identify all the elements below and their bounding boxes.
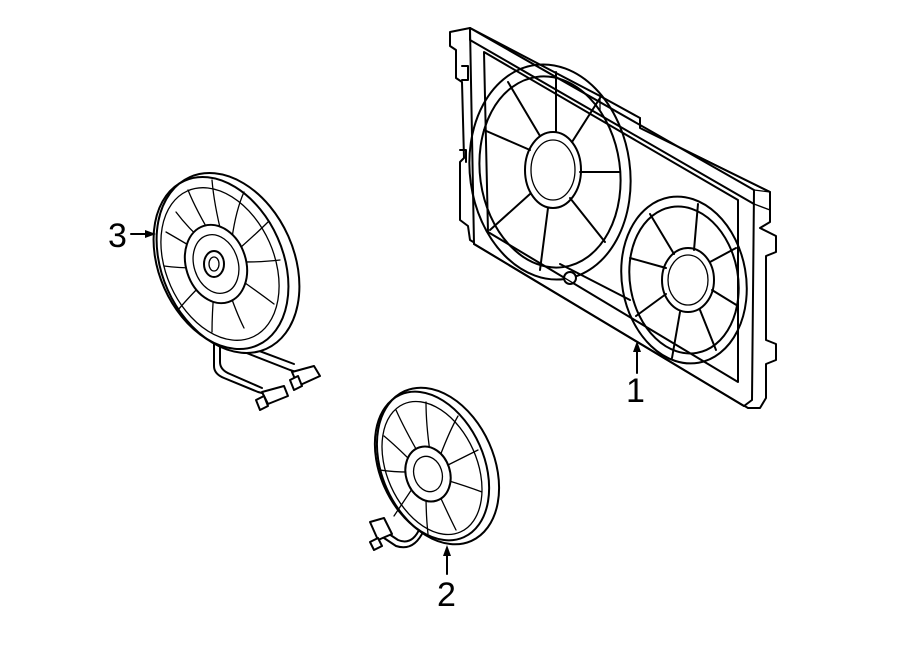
fan-motor-small <box>369 386 501 551</box>
callout-1-leader <box>633 341 641 374</box>
callout-1-label: 1 <box>626 372 645 410</box>
callout-2-label: 2 <box>437 576 456 614</box>
callout-3-leader <box>130 230 156 238</box>
callout-3-label: 3 <box>108 217 127 255</box>
callout-2-leader <box>443 545 451 575</box>
fan-motor-large <box>152 172 321 411</box>
fan-shroud <box>449 27 777 409</box>
